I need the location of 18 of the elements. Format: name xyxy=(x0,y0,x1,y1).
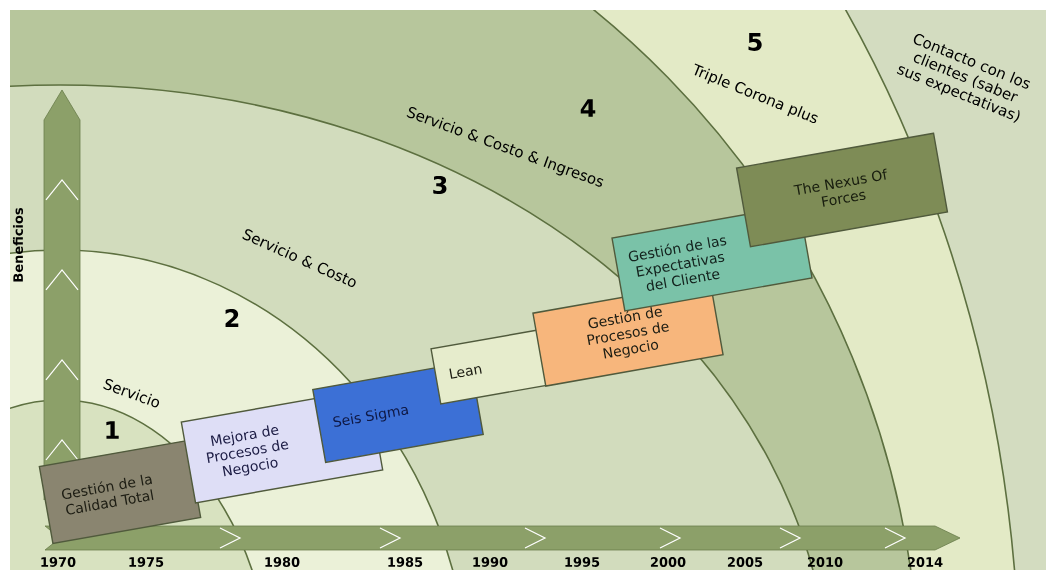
step-box: Gestión de la Calidad Total xyxy=(38,439,202,545)
band-number: 5 xyxy=(748,33,762,51)
step-box: The Nexus Of Forces xyxy=(735,132,949,248)
axis-label: Beneficios xyxy=(12,208,24,282)
year-label: 2014 xyxy=(907,557,943,567)
year-label: 1980 xyxy=(265,557,300,567)
year-label: 1995 xyxy=(565,557,600,567)
band-number: 4 xyxy=(580,99,596,117)
year-label: 1970 xyxy=(41,557,76,567)
band-number: 2 xyxy=(225,309,239,327)
year-label: 2005 xyxy=(727,557,763,567)
year-label: 2000 xyxy=(650,557,686,567)
year-label: 1975 xyxy=(129,557,164,567)
year-label: 2010 xyxy=(807,557,843,567)
band-number: 1 xyxy=(106,421,119,439)
year-label: 1985 xyxy=(388,557,423,567)
year-label: 1990 xyxy=(473,557,508,567)
band-number: 3 xyxy=(433,175,447,195)
